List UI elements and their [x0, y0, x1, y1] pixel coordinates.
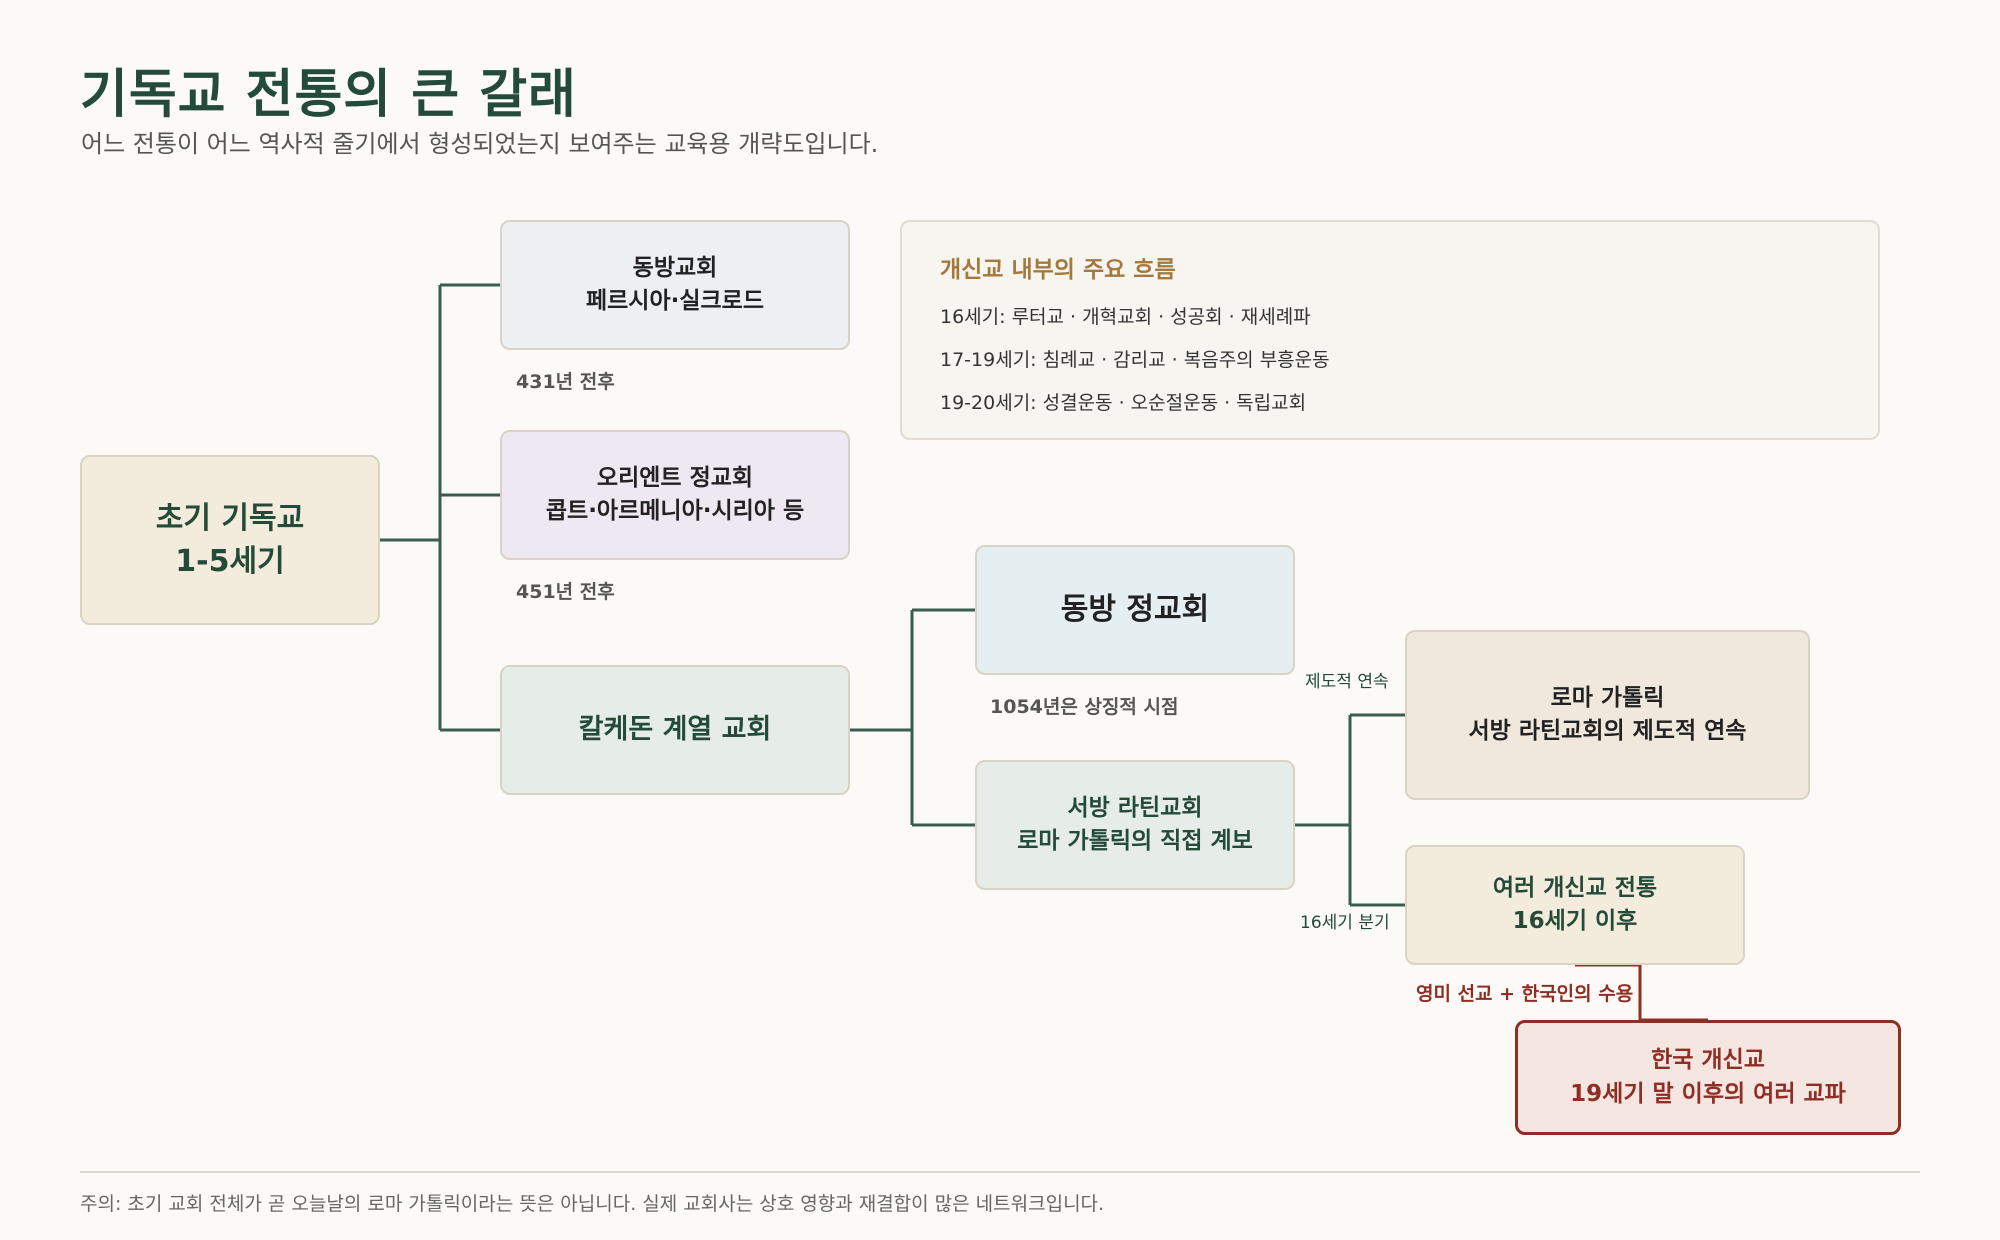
node-chalcedon-title: 칼케돈 계열 교회 — [578, 714, 772, 746]
edge-label-catholic: 제도적 연속 — [1305, 672, 1389, 692]
node-western-latin: 서방 라틴교회 로마 가톨릭의 직접 계보 — [975, 760, 1295, 890]
node-latin-sub: 로마 가톨릭의 직접 계보 — [1017, 828, 1253, 854]
node-catholic-sub: 서방 라틴교회의 제도적 연속 — [1468, 718, 1747, 744]
node-eastern-orthodox: 동방 정교회 — [975, 545, 1295, 675]
node-korean-title: 한국 개신교 — [1651, 1047, 1765, 1074]
node-oriental-title: 오리엔트 정교회 — [596, 464, 754, 491]
connector-latin-to-successors — [1295, 713, 1405, 907]
node-east-church-sub: 페르시아·실크로드 — [585, 288, 765, 314]
panel-line-19-20th-century: 19-20세기: 성결운동 · 오순절운동 · 독립교회 — [940, 392, 1307, 414]
node-church-of-the-east: 동방교회 페르시아·실크로드 — [500, 220, 850, 350]
page-subtitle: 어느 전통이 어느 역사적 줄기에서 형성되었는지 보여주는 교육용 개략도입니… — [81, 130, 879, 158]
node-latin-title: 서방 라틴교회 — [1067, 794, 1203, 821]
panel-line-17-19th-century: 17-19세기: 침례교 · 감리교 · 복음주의 부흥운동 — [940, 349, 1330, 371]
footer-divider — [80, 1171, 1920, 1173]
footer-note: 주의: 초기 교회 전체가 곧 오늘날의 로마 가톨릭이라는 뜻은 아닙니다. … — [80, 1193, 1105, 1215]
node-orthodox-title: 동방 정교회 — [1060, 592, 1210, 628]
panel-line-16th-century: 16세기: 루터교 · 개혁교회 · 성공회 · 재세례파 — [940, 306, 1311, 328]
note-east-church-date: 431년 전후 — [516, 371, 615, 393]
node-roman-catholic: 로마 가톨릭 서방 라틴교회의 제도적 연속 — [1405, 630, 1810, 800]
edge-label-protestant: 16세기 분기 — [1300, 913, 1390, 933]
node-early-title: 초기 기독교 — [155, 500, 305, 536]
note-schism-date: 1054년은 상징적 시점 — [990, 696, 1179, 718]
node-east-church-title: 동방교회 — [632, 254, 718, 281]
node-protestant-sub: 16세기 이후 — [1512, 908, 1638, 934]
node-early-christianity: 초기 기독교 1-5세기 — [80, 455, 380, 625]
node-korean-sub: 19세기 말 이후의 여러 교파 — [1570, 1080, 1846, 1107]
node-early-period: 1-5세기 — [175, 544, 285, 579]
protestant-streams-panel: 개신교 내부의 주요 흐름 16세기: 루터교 · 개혁교회 · 성공회 · 재… — [900, 220, 1880, 440]
node-oriental-sub: 콥트·아르메니아·시리아 등 — [545, 498, 805, 524]
node-oriental-orthodox: 오리엔트 정교회 콥트·아르메니아·시리아 등 — [500, 430, 850, 560]
connector-early-to-branches — [380, 283, 500, 732]
node-catholic-title: 로마 가톨릭 — [1550, 684, 1665, 711]
connector-chalcedon-to-split — [850, 608, 975, 827]
edge-label-korean: 영미 선교 + 한국인의 수용 — [1416, 983, 1634, 1005]
page-title: 기독교 전통의 큰 갈래 — [80, 65, 577, 125]
note-oriental-date: 451년 전후 — [516, 581, 615, 603]
node-protestant-traditions: 여러 개신교 전통 16세기 이후 — [1405, 845, 1745, 965]
node-protestant-title: 여러 개신교 전통 — [1492, 874, 1658, 901]
node-korean-protestant: 한국 개신교 19세기 말 이후의 여러 교파 — [1515, 1020, 1901, 1135]
node-chalcedonian: 칼케돈 계열 교회 — [500, 665, 850, 795]
panel-title: 개신교 내부의 주요 흐름 — [940, 257, 1176, 283]
